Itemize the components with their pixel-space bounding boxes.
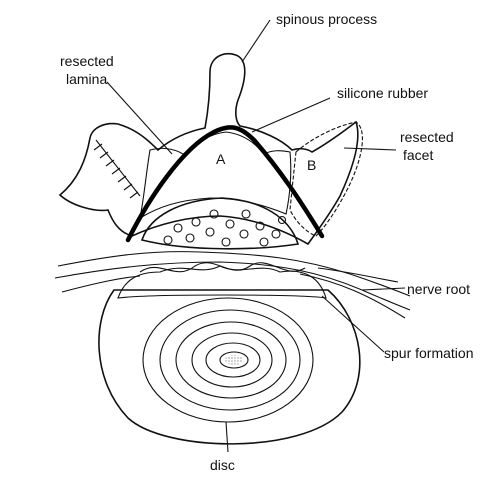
resected-lamina-label-line2: lamina (66, 71, 107, 87)
resected-facet-label-line1: resected (400, 129, 454, 145)
spur-formation-label: spur formation (384, 345, 473, 361)
spinous-process-label: spinous process (276, 11, 377, 27)
region-b-label: B (307, 157, 316, 173)
region-a-stipple (140, 132, 291, 218)
nerve-root-label: nerve root (407, 281, 470, 297)
silicone-rubber-label: silicone rubber (337, 85, 428, 101)
nerve-root-lines (55, 252, 410, 318)
lamina-ticks (94, 140, 140, 198)
resected-lamina-label-line1: resected (60, 53, 114, 69)
region-a-label: A (216, 151, 226, 167)
resected-facet-label-line2: facet (403, 147, 433, 163)
disc-label: disc (210, 457, 235, 473)
disc-body (99, 290, 360, 444)
